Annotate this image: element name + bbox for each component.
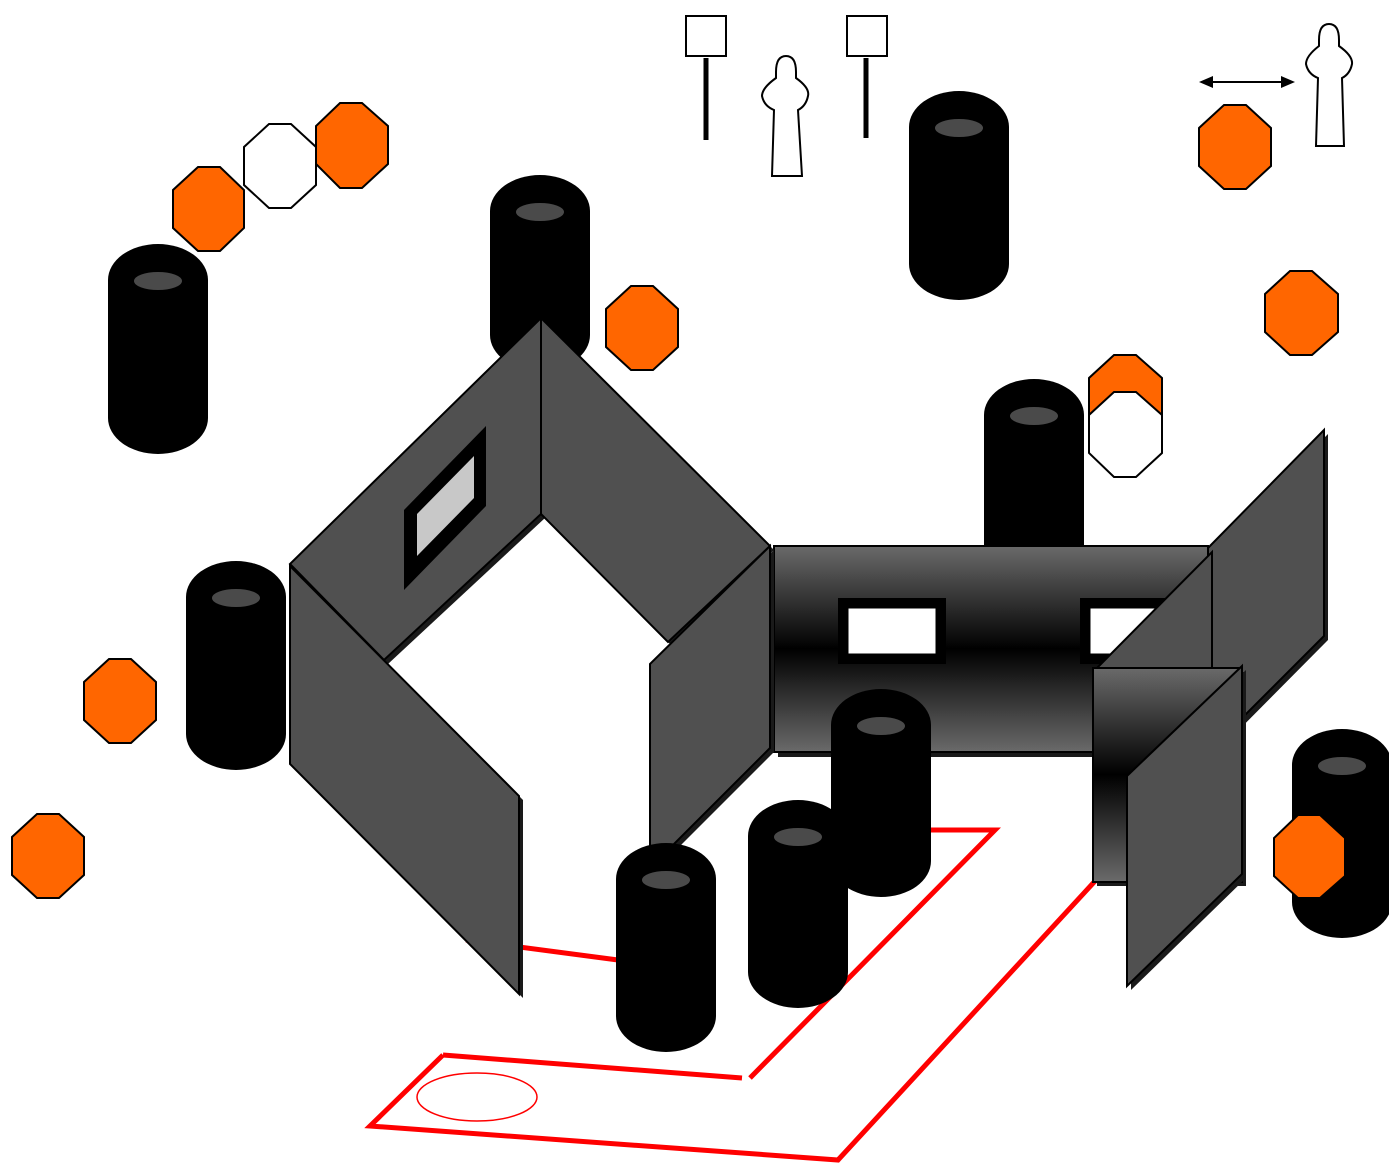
paper-target-stand-1 [685, 15, 727, 140]
wall-right-front [1092, 549, 1246, 990]
steel-target-2 [315, 102, 389, 189]
silhouette-target-1 [760, 54, 810, 177]
steel-target-8 [11, 813, 85, 899]
start-position-circle [416, 1072, 538, 1122]
paper-target-stand-2 [846, 15, 888, 138]
barrel-9 [616, 843, 716, 1052]
no-shoot-target-1 [243, 123, 317, 209]
no-shoot-target-2 [1088, 391, 1163, 478]
fault-line-box-top [442, 1052, 743, 1081]
steel-target-3 [605, 285, 679, 371]
silhouette-target-2 [1304, 22, 1354, 147]
wall-left-house [288, 315, 774, 998]
steel-target-1 [172, 166, 245, 252]
barrel-3 [909, 91, 1009, 300]
barrel-5 [186, 561, 286, 770]
fault-line-box-outer [364, 878, 1098, 1163]
barrel-1 [108, 244, 208, 454]
barrel-2 [490, 175, 590, 371]
steel-target-7 [83, 658, 157, 744]
steel-target-9 [1273, 814, 1346, 899]
steel-target-5 [1264, 270, 1339, 356]
barrel-8 [748, 800, 848, 1008]
barrel-4 [984, 379, 1084, 555]
moving-target-arrow-icon [1199, 76, 1295, 88]
steel-target-4 [1198, 104, 1272, 190]
barrel-7 [831, 689, 931, 897]
